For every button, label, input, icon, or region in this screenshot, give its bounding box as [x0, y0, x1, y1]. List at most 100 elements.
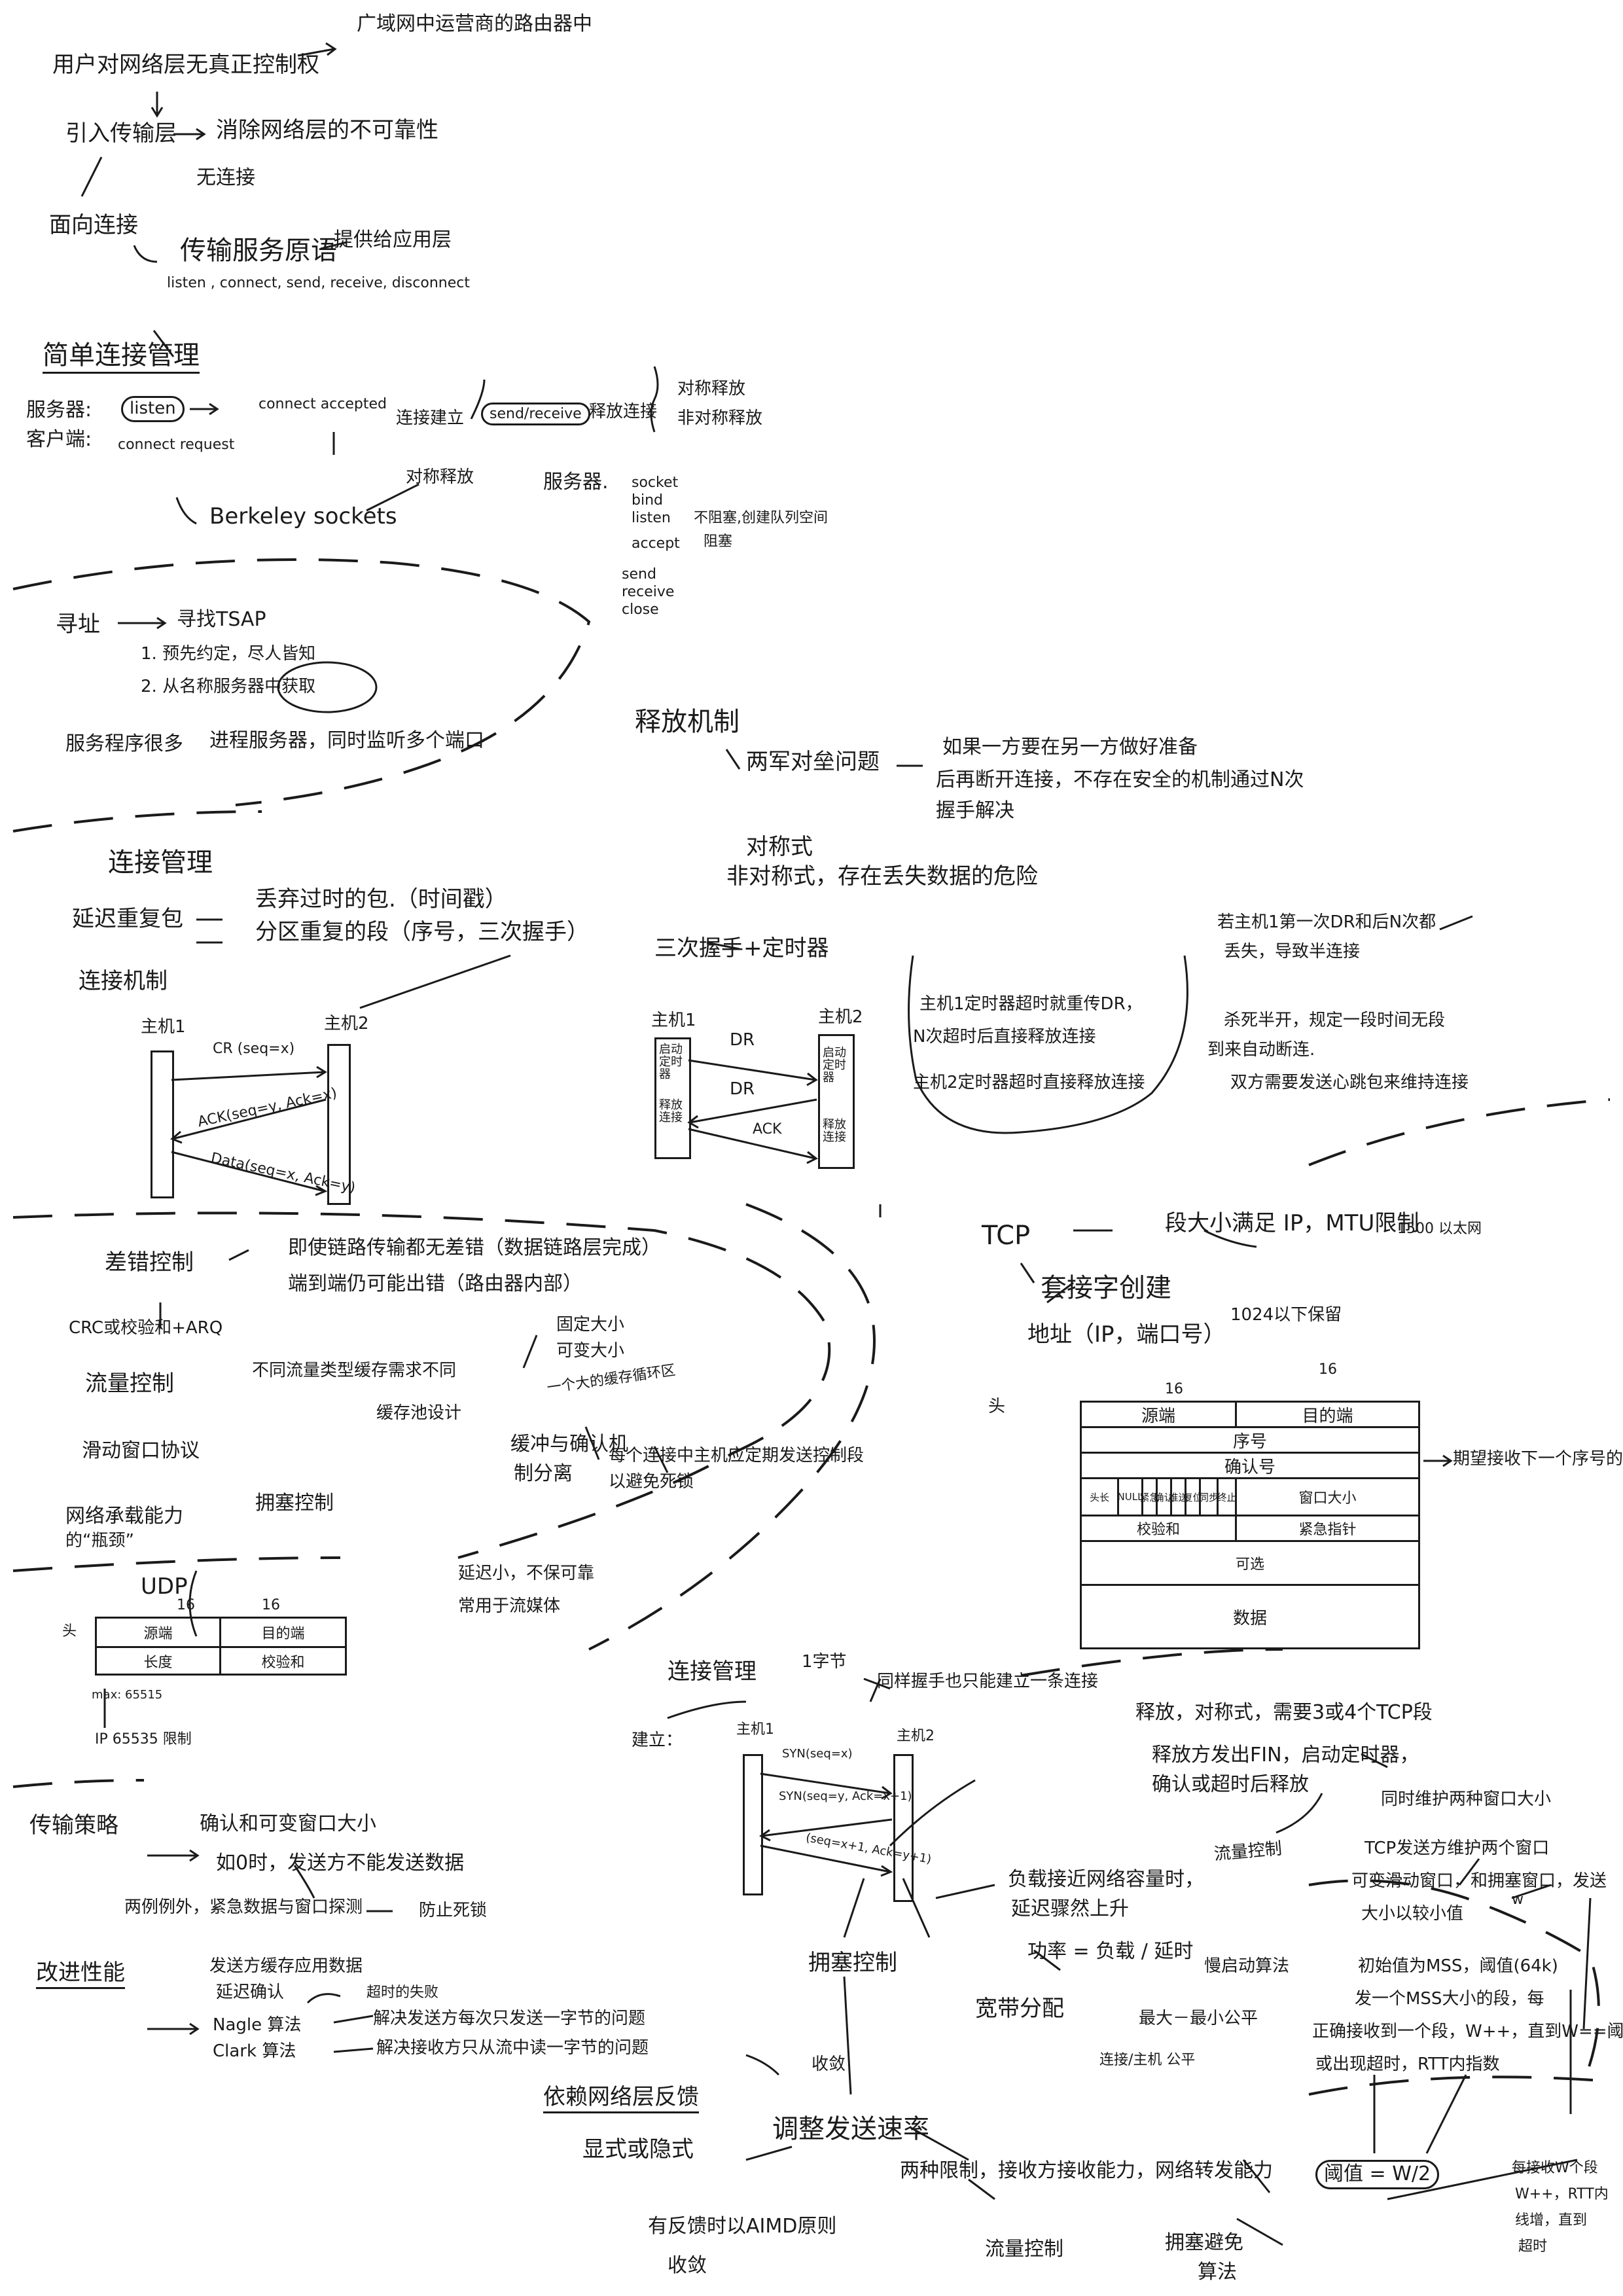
note-if-lost2: 丢失，导致半连接: [1224, 942, 1361, 961]
est-host2: 主机2: [897, 1728, 935, 1744]
heading-release: 释放机制: [635, 707, 740, 737]
label-two-army: 两军对垒问题: [746, 749, 880, 775]
note-timeout-fail: 超时的失败: [366, 1984, 439, 2001]
label-server2: 服务器.: [543, 471, 609, 493]
arrow: [1275, 1793, 1323, 1834]
arrow: [1236, 2217, 1283, 2246]
est-syn1: SYN(seq=x): [782, 1747, 853, 1761]
est-host1-bar: [743, 1754, 763, 1895]
note-provide-app: 提供给应用层: [334, 228, 452, 251]
arrow: [522, 1335, 538, 1369]
arrow: [1458, 1858, 1480, 1886]
arrow: [1033, 1949, 1061, 1971]
heading-flow-control: 流量控制: [85, 1371, 174, 1397]
tcp-window: 窗口大小: [1235, 1477, 1420, 1516]
note-maxmin: 最大－最小公平: [1139, 2009, 1258, 2028]
arrow: [173, 128, 206, 141]
note-power: 功率 = 负载 / 延时: [1027, 1940, 1194, 1963]
arrow: [889, 1779, 976, 1847]
note-load-near: 负载接近网络容量时，: [1008, 1868, 1204, 1891]
tcp-seq: 序号: [1080, 1426, 1420, 1454]
release-h2-timer: 启动定时器: [823, 1046, 846, 1085]
udp-checksum: 校验和: [219, 1646, 347, 1676]
release-host1-bar: [654, 1037, 691, 1159]
tcp-flag: 终止: [1217, 1477, 1237, 1516]
label-asym-release: 非对称释放: [677, 408, 763, 428]
mech-cr: CR (seq=x): [213, 1041, 295, 1057]
note-segment-limit: 段大小满足 IP，MTU限制: [1165, 1210, 1419, 1236]
divider-curve: [12, 1779, 145, 1788]
slow-start-bracket: [1308, 1879, 1600, 2082]
label-server: 服务器:: [26, 399, 92, 422]
note-each-recv4: 超时: [1518, 2238, 1548, 2255]
note-each-recv1: 每接收W个段: [1512, 2160, 1598, 2176]
note-delay-rise: 延迟骤然上升: [1011, 1897, 1129, 1920]
note-reserved: 1024以下保留: [1230, 1305, 1342, 1325]
note-init-mss2: 发一个MSS大小的段，每: [1355, 1989, 1544, 2009]
arrow: [725, 749, 741, 770]
tcp-options: 可选: [1080, 1540, 1420, 1586]
arrow: [333, 2015, 374, 2024]
divider-curve: [12, 1556, 341, 1572]
est-syn2: SYN(seq=y, Ack=x+1): [779, 1789, 912, 1803]
note-each-recv3: 线增，直到: [1515, 2212, 1588, 2229]
note-diff-traffic: 不同流量类型缓存需求不同: [252, 1361, 457, 1380]
bracket: [650, 366, 659, 433]
note-eliminate-unreliable: 消除网络层的不可靠性: [216, 117, 438, 143]
udp-bits-16a: 16: [177, 1597, 195, 1613]
note-n-timeouts: N次超时后直接释放连接: [913, 1027, 1096, 1047]
call-receive: receive: [622, 584, 675, 600]
note-threshold: 阈值 = W/2: [1315, 2160, 1440, 2189]
note-separate: 制分离: [514, 1462, 573, 1485]
note-exceptions: 两例例外，紧急数据与窗口探测: [124, 1897, 363, 1917]
note-flow-ctrl: 流量控制: [985, 2238, 1063, 2261]
note-congestion: 拥塞控制: [255, 1492, 334, 1515]
label-clark: Clark 算法: [213, 2041, 296, 2061]
note-each-conn: 每个连接中主机应定期发送控制段: [609, 1446, 865, 1465]
note-end-to-end: 端到端仍可能出错（路由器内部）: [288, 1272, 582, 1295]
note-routers-wan: 广域网中运营商的路由器中: [357, 12, 592, 35]
note-converge2: 收敛: [668, 2254, 707, 2277]
heading-improve: 改进性能: [36, 1960, 125, 1990]
divider-curve: [1308, 1098, 1611, 1166]
note-primitives: 传输服务原语: [180, 236, 337, 266]
note-avoid-deadlock: 以避免死锁: [609, 1472, 694, 1492]
est-arrows: [759, 1772, 893, 1877]
brace: [908, 955, 1188, 1134]
arrow: [843, 1976, 852, 2095]
tcp-bits-16a: 16: [1165, 1381, 1183, 1397]
heading-tcp-conn-mgmt: 连接管理: [668, 1659, 757, 1685]
note-tcp-sender3: 大小以较小值: [1361, 1904, 1464, 1924]
arrow: [667, 1700, 747, 1719]
arrow: [1425, 2074, 1467, 2154]
arrow: [359, 954, 511, 1009]
arrow: [1439, 915, 1473, 931]
divider-curve: [12, 558, 591, 806]
udp-max-note: max: 65515: [92, 1688, 163, 1702]
note-listen: 不阻塞,创建队列空间: [694, 510, 828, 526]
release-host2: 主机2: [818, 1007, 863, 1027]
note-tcp-sender1: TCP发送方维护两个窗口: [1364, 1839, 1550, 1858]
arrow: [293, 1865, 315, 1899]
arrow: [190, 403, 219, 416]
label-many-services: 服务程序很多: [65, 732, 183, 755]
release-h1-release: 释放连接: [659, 1098, 683, 1124]
arrow: [320, 241, 348, 250]
arrow: [1361, 1753, 1388, 1768]
note-if-lost1: 若主机1第一次DR和后N次都: [1217, 912, 1436, 932]
note-explicit: 显式或隐式: [582, 2136, 694, 2162]
label-adjust-rate: 调整发送速率: [772, 2114, 929, 2144]
note-same-handshake: 同样握手也只能建立一条连接: [877, 1672, 1099, 1691]
note-fixed-size: 固定大小: [556, 1315, 625, 1335]
arrow: [228, 1249, 249, 1261]
heading-strategy: 传输策略: [29, 1812, 118, 1839]
note-fix2: 到来自动断连.: [1207, 1040, 1315, 1060]
heading-socket-create: 套接字创建: [1041, 1273, 1171, 1303]
label-establish: 建立：: [632, 1731, 683, 1750]
note-init-mss1: 初始值为MSS，阈值(64k): [1358, 1956, 1558, 1976]
note-accept: 阻塞: [704, 533, 733, 550]
note-discard-old: 丢弃过时的包.（时间戳）: [255, 886, 507, 912]
note-distinguish: 分区重复的段（序号，三次握手）: [255, 919, 589, 945]
label-connect-request: connect request: [118, 437, 235, 453]
